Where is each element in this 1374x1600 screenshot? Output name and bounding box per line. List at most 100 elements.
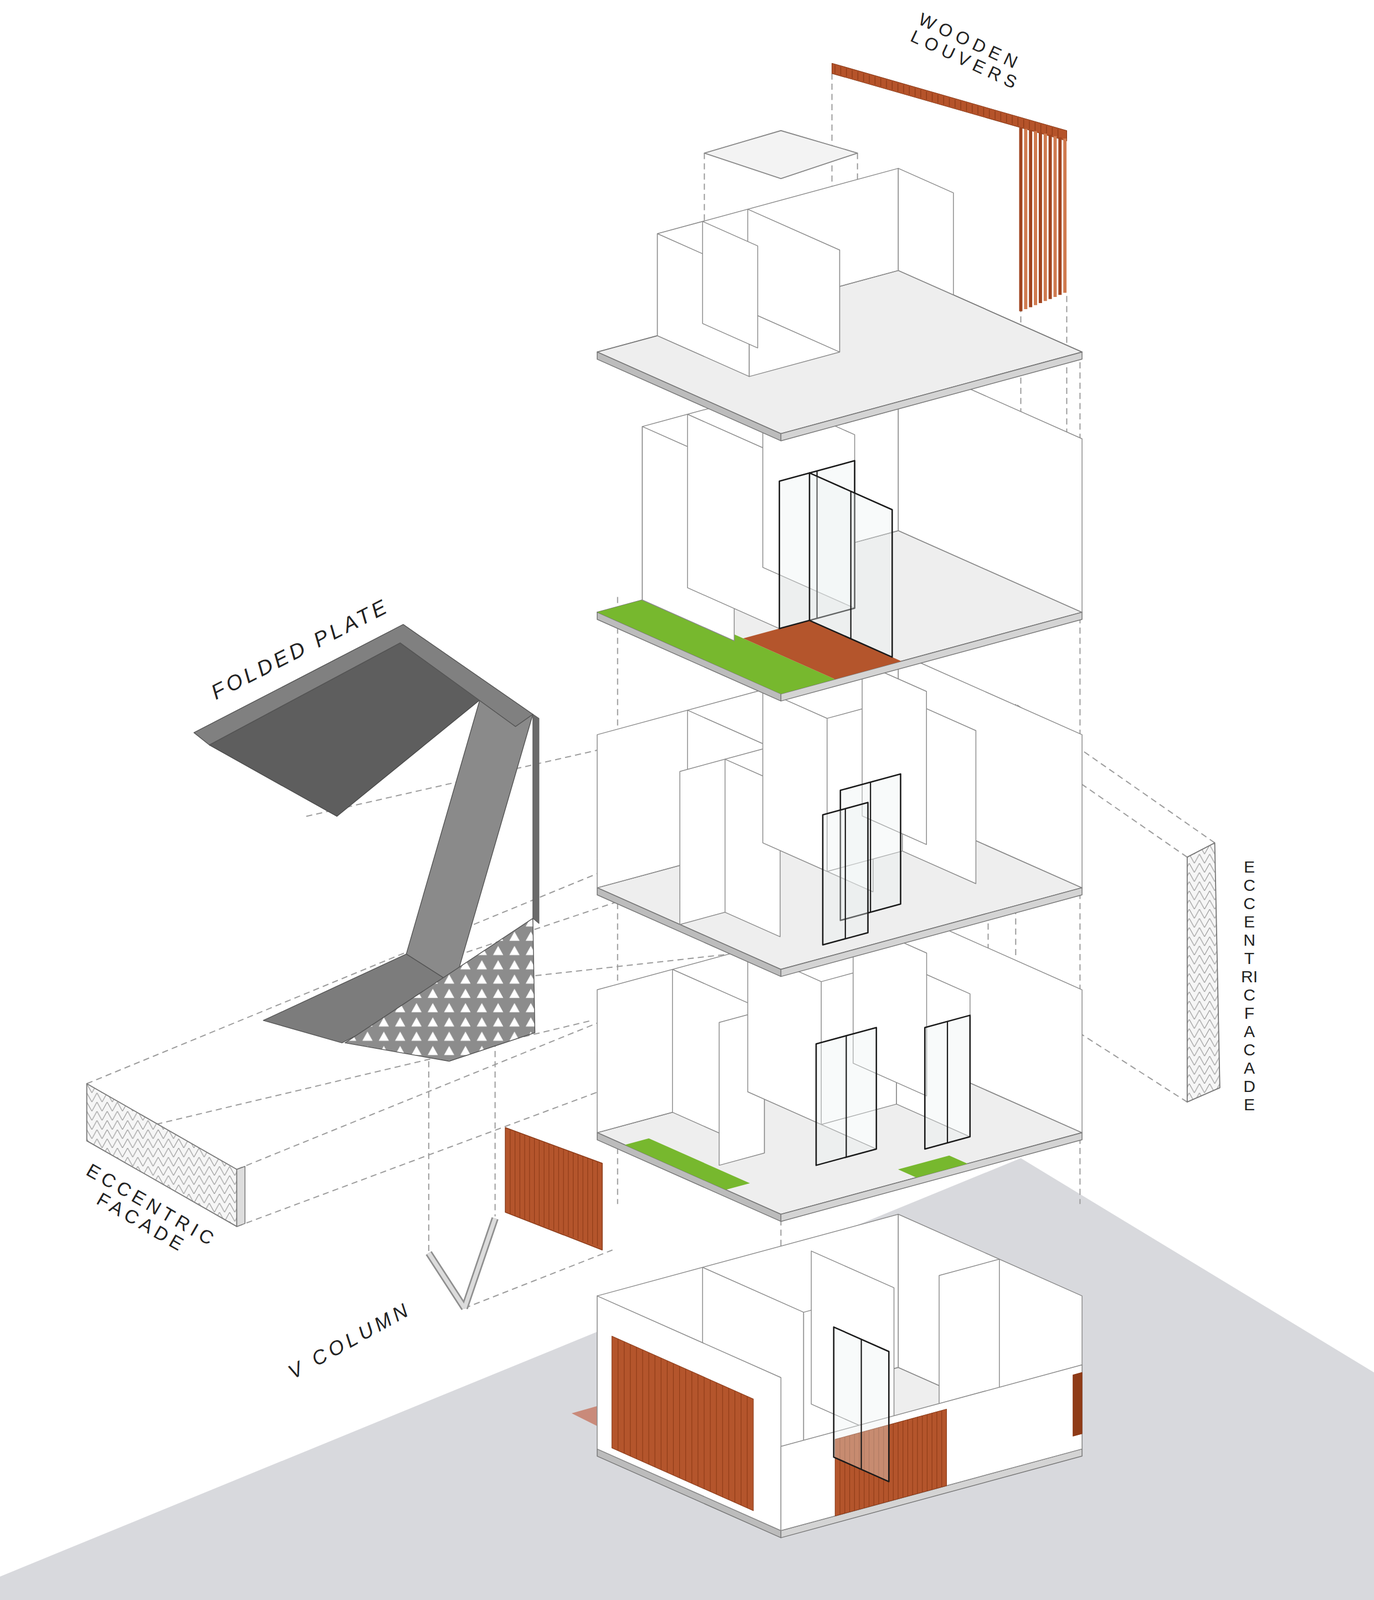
louver-slat xyxy=(679,1366,680,1479)
ground-plane xyxy=(0,1157,1374,1600)
louver-slat xyxy=(1074,1374,1075,1437)
louver-slat xyxy=(936,1411,937,1489)
folded-plate-edge xyxy=(532,714,540,924)
facade-edge xyxy=(236,1166,245,1227)
louver-slat xyxy=(1017,117,1019,126)
louver-slat xyxy=(548,1143,550,1229)
part-label: ECCENTRIC FACADE xyxy=(1241,857,1258,1114)
louver-slat xyxy=(1080,1372,1081,1435)
louver-slat xyxy=(534,1138,535,1224)
glass-mullion xyxy=(850,491,852,639)
exploded-axonometric xyxy=(0,63,1374,1600)
louver-slat xyxy=(1079,1373,1080,1435)
louver-slat xyxy=(1079,1372,1081,1435)
louver-slat xyxy=(1028,120,1030,130)
louver-slat xyxy=(623,1341,625,1454)
wall xyxy=(747,209,840,353)
louver-slat xyxy=(834,65,836,74)
louver-slat xyxy=(514,1131,516,1217)
louver-slat xyxy=(543,1141,545,1227)
glass-mullion xyxy=(869,782,871,913)
louver-slat xyxy=(636,1346,637,1459)
louver-slat xyxy=(931,1413,933,1490)
louver-slat xyxy=(1078,1373,1079,1435)
louver-slat xyxy=(977,106,978,115)
projection-line xyxy=(494,1020,496,1217)
louver-slat xyxy=(926,1414,928,1491)
louver-slat xyxy=(893,1423,894,1501)
louver-slat xyxy=(1073,1374,1074,1437)
louver-slat xyxy=(1073,1374,1075,1437)
louver-slat xyxy=(902,1421,904,1498)
louver-slat xyxy=(937,94,938,104)
wall xyxy=(702,221,758,348)
louver-slat xyxy=(1052,127,1053,136)
louver-slat xyxy=(577,1154,579,1240)
wall xyxy=(781,1364,1083,1531)
louver-fin xyxy=(1053,136,1057,297)
louver-slat xyxy=(1046,125,1047,135)
louver-slat xyxy=(697,1374,699,1487)
louver-slat xyxy=(941,1410,942,1488)
louver-slat xyxy=(1081,1372,1083,1434)
louver-slat xyxy=(1078,1373,1080,1435)
louver-slat xyxy=(1077,1373,1079,1435)
louver-slat xyxy=(685,1369,686,1481)
louver-slat xyxy=(563,1149,565,1234)
louver-slat xyxy=(1023,119,1024,128)
louver-slat xyxy=(921,1415,923,1493)
glass-mullion xyxy=(844,808,847,940)
louver-slat xyxy=(983,108,984,117)
louver-slat xyxy=(954,99,956,109)
louver-slat xyxy=(617,1339,619,1452)
part-label: V COLUMN xyxy=(284,1298,415,1383)
louver-slat xyxy=(716,1382,717,1495)
louver-slat xyxy=(912,1418,914,1495)
louver-slat xyxy=(1075,1374,1076,1436)
louver-slat xyxy=(524,1134,525,1220)
wall xyxy=(597,1295,782,1531)
perforated-plate xyxy=(345,918,536,1062)
louver-slat xyxy=(1074,1374,1076,1437)
grass xyxy=(898,1155,968,1178)
wooden-louvers xyxy=(832,63,1068,141)
wooden-panel xyxy=(1073,1372,1083,1437)
louver-slat xyxy=(691,1371,692,1484)
louver-slat xyxy=(971,104,973,114)
louver-slat xyxy=(642,1349,643,1462)
louver-slat xyxy=(1077,1373,1079,1435)
louver-fin xyxy=(1028,130,1033,308)
louver-slat xyxy=(960,101,962,110)
louver-slat xyxy=(654,1355,656,1468)
louver-slat xyxy=(903,84,904,94)
louver-slat xyxy=(1006,114,1007,123)
louver-slat xyxy=(920,89,921,99)
louver-fin xyxy=(1023,128,1028,310)
louver-slat xyxy=(1000,112,1002,121)
louver-fin xyxy=(1043,133,1048,301)
louver-slat xyxy=(567,1150,569,1236)
louver-slat xyxy=(916,1417,918,1494)
slab-edge xyxy=(781,351,1083,441)
louver-slat xyxy=(885,79,887,89)
louver-slat xyxy=(943,96,945,105)
louver-slat xyxy=(746,1396,748,1509)
wall xyxy=(898,168,953,295)
louver-slat xyxy=(1034,122,1036,131)
louver-fin xyxy=(1058,137,1062,295)
louver-fin xyxy=(1048,134,1053,299)
glass-mullion xyxy=(860,1339,863,1470)
louver-slat xyxy=(597,1161,598,1247)
louver-slat xyxy=(553,1145,555,1230)
louver-slat xyxy=(909,86,910,95)
louver-slat xyxy=(874,76,876,85)
louver-slat xyxy=(582,1156,584,1242)
louver-slat xyxy=(572,1152,574,1238)
louver-slat xyxy=(1080,1372,1081,1435)
louver-slat xyxy=(529,1136,530,1222)
louver-slat xyxy=(897,83,899,92)
louver-slat xyxy=(703,1377,705,1490)
glass-partition xyxy=(809,473,892,658)
